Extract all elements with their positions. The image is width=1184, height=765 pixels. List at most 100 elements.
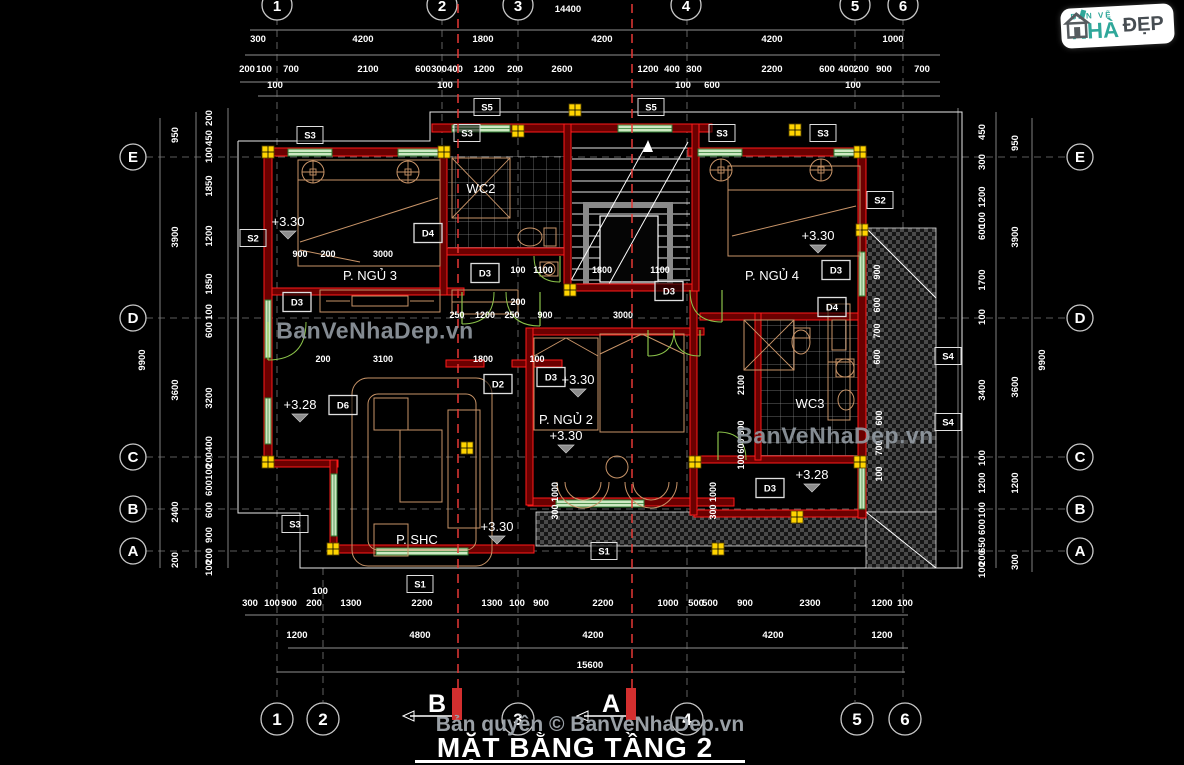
svg-text:D: D: [1075, 310, 1086, 327]
svg-text:100: 100: [874, 466, 884, 481]
svg-text:S2: S2: [874, 196, 886, 207]
svg-text:200: 200: [239, 64, 255, 75]
svg-text:300: 300: [686, 64, 702, 75]
svg-text:900: 900: [533, 598, 549, 609]
dimension-lines: [159, 29, 1033, 673]
svg-text:1300: 1300: [340, 598, 361, 609]
svg-text:D: D: [128, 310, 139, 327]
svg-text:200: 200: [315, 354, 330, 364]
svg-text:2100: 2100: [736, 375, 746, 395]
svg-text:3900: 3900: [170, 226, 181, 247]
furniture: [297, 157, 861, 567]
svg-text:600: 600: [204, 322, 215, 338]
svg-text:300: 300: [1010, 554, 1021, 570]
svg-text:900: 900: [876, 64, 892, 75]
svg-text:D3: D3: [291, 298, 303, 309]
svg-text:900: 900: [292, 249, 307, 259]
svg-text:2100: 2100: [357, 64, 378, 75]
svg-text:400: 400: [838, 64, 854, 75]
svg-text:4: 4: [682, 0, 691, 15]
svg-text:1000: 1000: [657, 598, 678, 609]
svg-text:600: 600: [872, 349, 882, 364]
svg-text:P. NGỦ 4: P. NGỦ 4: [745, 268, 799, 283]
svg-text:2200: 2200: [761, 64, 782, 75]
svg-text:P. NGỦ 2: P. NGỦ 2: [539, 412, 593, 427]
svg-text:2400: 2400: [170, 501, 181, 522]
svg-text:600: 600: [204, 480, 215, 496]
svg-text:600: 600: [736, 438, 746, 453]
svg-text:600: 600: [819, 64, 835, 75]
svg-text:1200: 1200: [204, 225, 215, 246]
svg-text:700: 700: [872, 323, 882, 338]
svg-text:1200: 1200: [286, 630, 307, 641]
svg-text:1200: 1200: [871, 630, 892, 641]
svg-text:1: 1: [272, 710, 281, 729]
svg-text:1800: 1800: [472, 34, 493, 45]
svg-text:450: 450: [977, 124, 988, 140]
svg-text:2200: 2200: [592, 598, 613, 609]
svg-text:200: 200: [204, 548, 215, 564]
svg-text:B: B: [428, 690, 446, 718]
windows: [264, 124, 866, 556]
svg-text:4200: 4200: [762, 630, 783, 641]
svg-text:900: 900: [872, 264, 882, 279]
title-underline: [415, 760, 745, 763]
house-icon: [1063, 9, 1092, 39]
svg-text:C: C: [1075, 449, 1086, 466]
svg-text:4200: 4200: [761, 34, 782, 45]
page-title: MẶT BẰNG TẦNG 2: [436, 732, 714, 763]
doors: [267, 255, 747, 461]
svg-text:3200: 3200: [204, 387, 215, 408]
svg-text:100: 100: [264, 598, 280, 609]
svg-text:2: 2: [318, 710, 327, 729]
svg-text:1700: 1700: [977, 269, 988, 290]
svg-text:B: B: [128, 501, 139, 518]
svg-text:1300: 1300: [481, 598, 502, 609]
stairs: [567, 140, 690, 289]
svg-text:4200: 4200: [591, 34, 612, 45]
svg-text:1000: 1000: [882, 34, 903, 45]
svg-text:450: 450: [204, 130, 215, 146]
svg-text:100: 100: [204, 464, 215, 480]
svg-text:S1: S1: [414, 580, 426, 591]
svg-text:200: 200: [204, 110, 215, 126]
svg-text:700: 700: [914, 64, 930, 75]
svg-text:400: 400: [204, 436, 215, 452]
svg-text:100: 100: [977, 212, 988, 228]
svg-text:6: 6: [900, 710, 909, 729]
svg-text:1850: 1850: [204, 175, 215, 196]
svg-text:3000: 3000: [613, 310, 633, 320]
svg-text:600: 600: [415, 64, 431, 75]
svg-text:300: 300: [708, 504, 718, 519]
svg-text:600: 600: [872, 297, 882, 312]
roof-hatch: [535, 227, 937, 569]
svg-text:900: 900: [737, 598, 753, 609]
svg-text:100: 100: [977, 562, 988, 578]
svg-text:1000: 1000: [708, 482, 718, 502]
svg-text:100: 100: [977, 502, 988, 518]
svg-text:600: 600: [204, 502, 215, 518]
svg-text:100: 100: [437, 80, 453, 91]
dims-left: 9900950390036002400200200450100185012001…: [137, 110, 215, 576]
svg-text:+3.28: +3.28: [284, 397, 317, 412]
svg-text:1200: 1200: [473, 64, 494, 75]
svg-text:1200: 1200: [977, 472, 988, 493]
svg-text:700: 700: [283, 64, 299, 75]
svg-text:600: 600: [977, 224, 988, 240]
svg-text:3: 3: [514, 0, 522, 15]
svg-text:400: 400: [447, 64, 463, 75]
svg-text:1100: 1100: [533, 265, 553, 275]
svg-text:S2: S2: [247, 234, 259, 245]
svg-text:2: 2: [438, 0, 446, 15]
svg-text:5: 5: [851, 0, 859, 15]
svg-text:600: 600: [977, 519, 988, 535]
svg-text:4: 4: [682, 710, 692, 729]
svg-text:300: 300: [977, 154, 988, 170]
svg-text:100: 100: [509, 598, 525, 609]
svg-text:A: A: [1075, 543, 1086, 560]
watermark: BanVeNhaDep.vn: [736, 422, 934, 449]
